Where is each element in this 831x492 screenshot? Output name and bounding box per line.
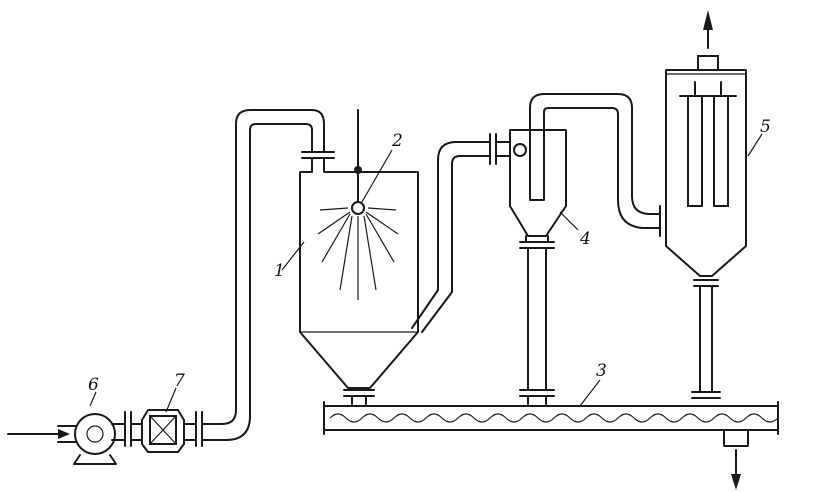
cyclone-to-filter-duct xyxy=(529,93,667,237)
dryer-to-cyclone-duct xyxy=(411,133,511,333)
label-cyclone: 4 xyxy=(579,229,591,249)
label-nozzle: 2 xyxy=(391,131,403,151)
cyclone-4 xyxy=(509,119,567,405)
label-conveyor: 3 xyxy=(596,361,607,381)
bag-filter-5 xyxy=(665,10,747,399)
air-inlet-arrow xyxy=(7,429,70,439)
hot-air-duct xyxy=(201,109,335,441)
heater-7 xyxy=(124,409,203,453)
label-bag-filter: 5 xyxy=(760,117,771,137)
label-dryer: 1 xyxy=(274,261,285,281)
fan-6 xyxy=(57,413,126,465)
label-fan: 6 xyxy=(88,375,99,395)
label-heater: 7 xyxy=(174,371,185,391)
leader-lines xyxy=(89,133,763,413)
dryer-chamber-1 xyxy=(299,157,419,405)
screw-conveyor-3 xyxy=(323,401,779,490)
spray-nozzle-2 xyxy=(317,109,399,300)
